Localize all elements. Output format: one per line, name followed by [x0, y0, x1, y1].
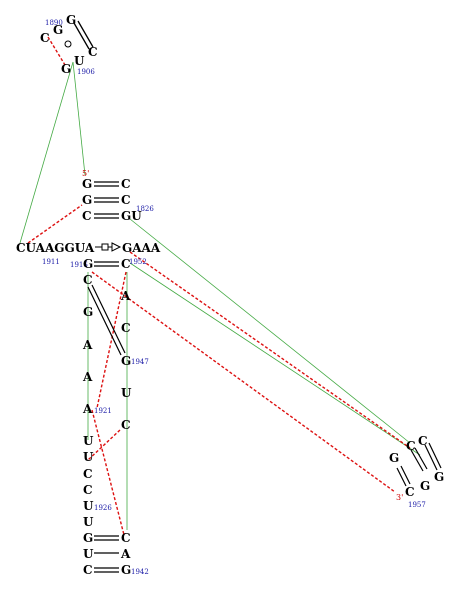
nucleotide: C	[418, 434, 428, 448]
nucleotide: C	[40, 31, 50, 45]
stem-left-strand: 1916 G C G A A A 1921 U U C C U 1926 U G…	[70, 257, 112, 577]
pair-line	[77, 20, 94, 48]
nucleotide: A	[120, 289, 131, 303]
nucleotide: G	[83, 305, 93, 319]
nucleotide: C	[83, 563, 93, 577]
nucleotide: U	[83, 499, 94, 513]
residue-number: 1921	[94, 407, 112, 415]
nucleotide: GU	[121, 209, 142, 223]
nucleotide: G	[82, 177, 92, 191]
pair-lines	[94, 181, 119, 219]
residue-number: 1890	[45, 19, 63, 27]
junction-left-strand: CUAAGGUA	[16, 241, 95, 255]
pair-line	[73, 22, 90, 50]
nucleotide: A	[120, 547, 131, 561]
nucleotide: C	[88, 45, 98, 59]
nucleotide: C	[83, 483, 93, 497]
nucleotide: U	[83, 515, 94, 529]
tertiary-line-red	[27, 204, 83, 244]
nucleotide: C	[121, 531, 131, 545]
nucleotide: U	[121, 386, 132, 400]
junction: CUAAGGUA 1911 GAAA	[16, 241, 161, 266]
nucleotide: G	[83, 257, 93, 271]
nucleotide: G	[61, 62, 71, 76]
nucleotide: U	[74, 54, 85, 68]
noncanonical-pair-symbol	[95, 242, 122, 252]
residue-number: 1826	[136, 205, 154, 213]
residue-number: 1947	[131, 358, 149, 366]
residue-number: 1906	[77, 68, 95, 76]
nucleotide: G	[66, 13, 76, 27]
residue-number: 1926	[94, 504, 112, 512]
top-helix: 5' G G C C C GU 1826	[82, 169, 154, 223]
junction-right-strand: GAAA	[122, 241, 161, 255]
stem-right-strand: C 1952 A C G 1947 U C C A G 1942	[120, 257, 149, 577]
nucleotide: A	[82, 402, 93, 416]
nucleotide: C	[83, 273, 93, 287]
gu-pair-symbol	[64, 40, 72, 48]
tertiary-interactions	[19, 36, 421, 536]
nucleotide: C	[405, 485, 415, 499]
stem-pair-lines	[87, 261, 126, 573]
tertiary-line-red	[96, 271, 127, 409]
residue-number: 1957	[408, 501, 426, 509]
nucleotide: A	[82, 338, 93, 352]
tertiary-line-red	[91, 271, 396, 493]
nucleotide: U	[83, 547, 94, 561]
residue-number: 1911	[42, 258, 60, 266]
residue-number: 1952	[129, 258, 147, 266]
nucleotide: G	[82, 193, 92, 207]
tertiary-line-green	[72, 61, 86, 176]
nucleotide: C	[121, 177, 131, 191]
nucleotide: C	[406, 439, 416, 453]
top-loop: 1890 G G C C G U 1906	[40, 13, 98, 76]
nucleotide: C	[121, 257, 131, 271]
nucleotide: G	[83, 531, 93, 545]
nucleotide: C	[121, 321, 131, 335]
nucleotide: G	[121, 354, 131, 368]
nucleotide: C	[121, 418, 131, 432]
tertiary-line-green	[129, 262, 421, 456]
nucleotide: U	[83, 450, 94, 464]
tertiary-line-green	[129, 218, 411, 444]
nucleotide: G	[389, 451, 399, 465]
nucleotide: G	[434, 470, 444, 484]
nucleotide: C	[82, 209, 92, 223]
nucleotide: C	[121, 193, 131, 207]
tertiary-line-red	[91, 409, 125, 536]
residue-number: 1916	[70, 261, 88, 269]
nucleotide: U	[83, 434, 94, 448]
tertiary-line-green	[19, 61, 74, 244]
nucleotide: C	[83, 467, 93, 481]
tertiary-line-red	[129, 251, 411, 449]
right-loop: C C G G G C 3' 1957	[389, 434, 444, 509]
tertiary-line-red	[47, 36, 66, 66]
three-prime-end-label: 3'	[396, 493, 403, 502]
nucleotide: A	[82, 370, 93, 384]
residue-number: 1942	[131, 568, 149, 576]
pair-lines	[396, 442, 442, 487]
nucleotide: G	[121, 563, 131, 577]
nucleotide: G	[420, 479, 430, 493]
five-prime-end-label: 5'	[82, 169, 89, 178]
nucleotide: G	[53, 23, 63, 37]
tertiary-line-red	[87, 429, 121, 461]
